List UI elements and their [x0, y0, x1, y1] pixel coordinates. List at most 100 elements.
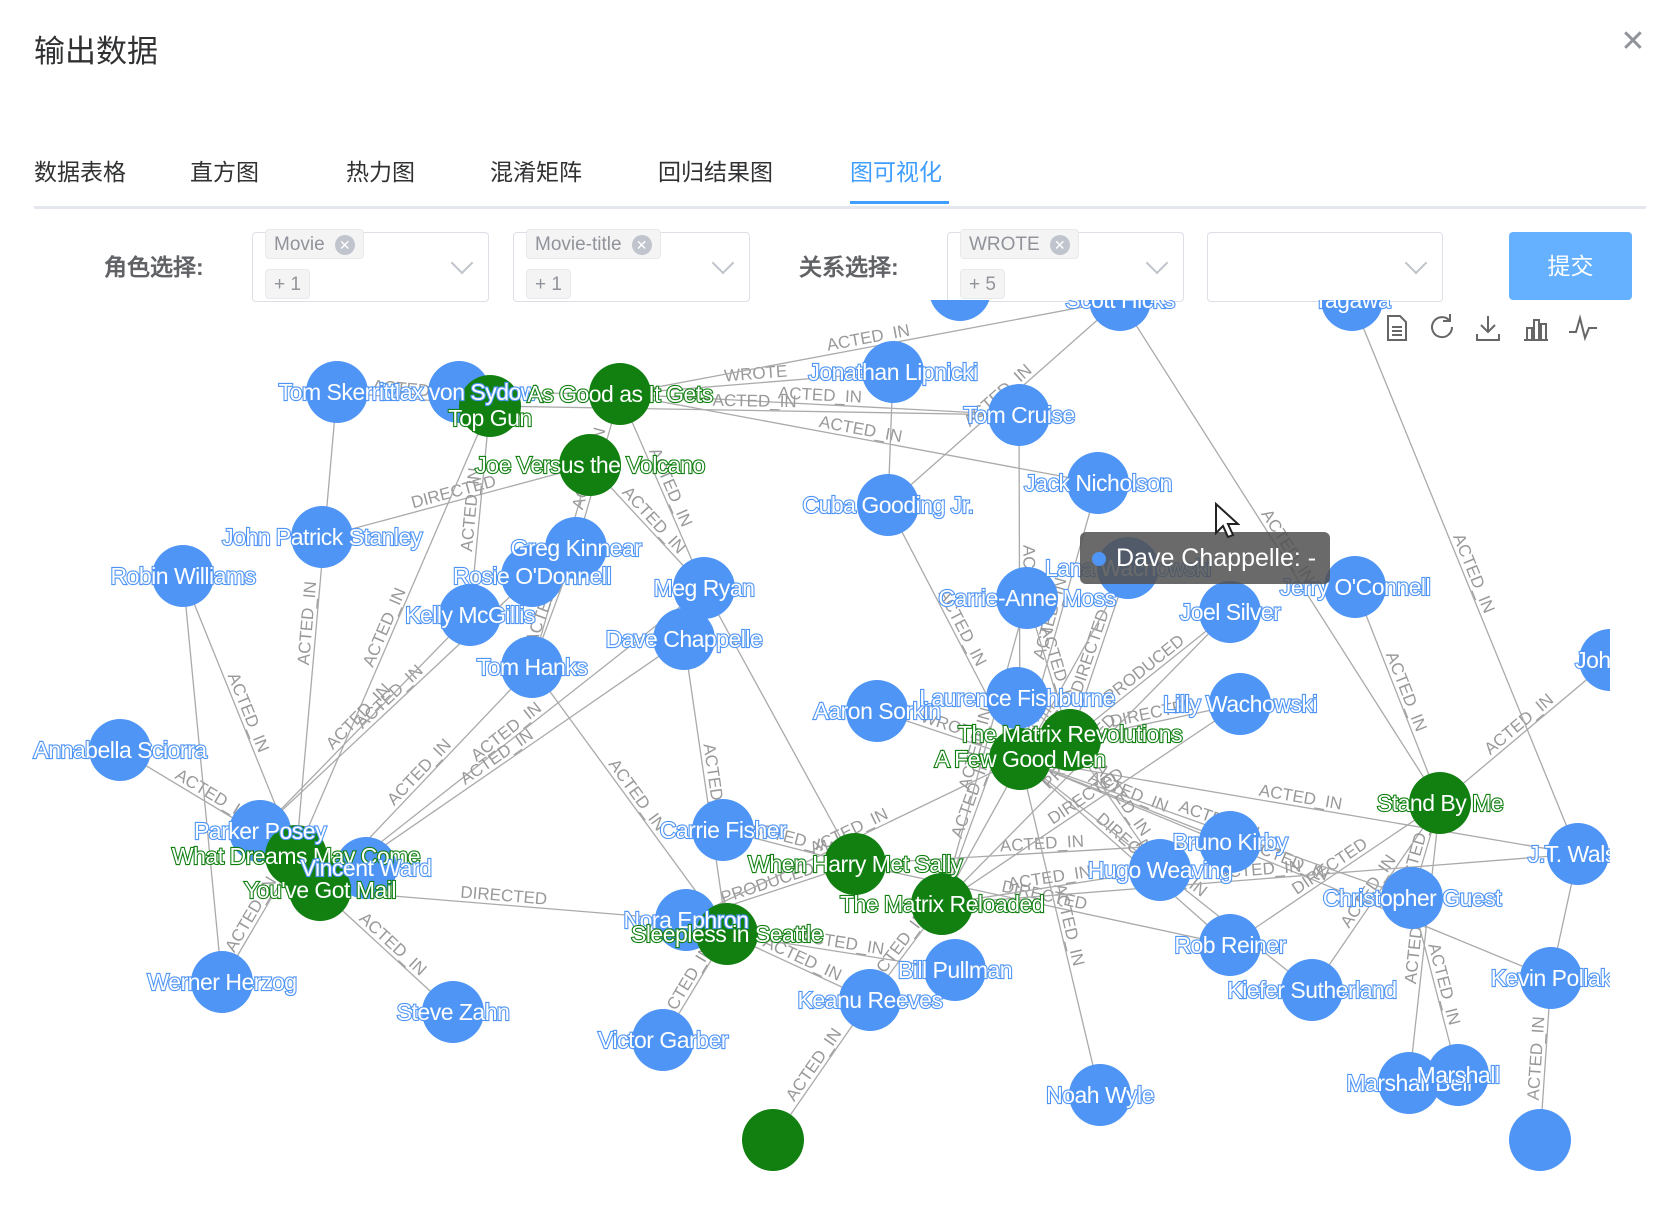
person-node[interactable]	[191, 951, 253, 1013]
graph-edge[interactable]	[319, 587, 705, 891]
submit-button[interactable]: 提交	[1509, 232, 1632, 300]
person-node[interactable]	[839, 969, 901, 1031]
person-node[interactable]	[1069, 1064, 1131, 1126]
line-chart-icon[interactable]	[1565, 310, 1601, 346]
graph-edge[interactable]	[321, 464, 591, 538]
person-node[interactable]	[1209, 673, 1271, 735]
graph-edge[interactable]	[619, 371, 894, 395]
person-node[interactable]	[291, 506, 353, 568]
movie-node[interactable]	[589, 363, 651, 425]
relation-select-2[interactable]	[1207, 232, 1443, 302]
relation-select-1[interactable]: WROTE✕ + 5	[947, 229, 1184, 302]
movie-node[interactable]	[696, 903, 758, 965]
graph-edge[interactable]	[1439, 659, 1610, 804]
movie-node[interactable]	[989, 728, 1051, 790]
graph-edge[interactable]	[295, 391, 338, 857]
person-node[interactable]	[986, 667, 1048, 729]
person-node[interactable]	[846, 680, 908, 742]
person-node[interactable]	[335, 837, 397, 899]
person-node[interactable]	[924, 939, 986, 1001]
tab-heatmap[interactable]: 热力图	[346, 159, 415, 185]
person-node[interactable]	[439, 584, 501, 646]
person-node[interactable]	[1324, 556, 1386, 618]
person-node[interactable]	[152, 545, 214, 607]
role-select-2[interactable]: Movie-title✕ + 1	[513, 229, 750, 302]
person-node[interactable]	[1129, 839, 1191, 901]
graph-edge[interactable]	[1019, 758, 1101, 1096]
graph-edge[interactable]	[619, 393, 1020, 416]
role-select-1[interactable]: Movie✕ + 1	[252, 229, 489, 302]
person-node[interactable]	[1509, 1109, 1571, 1171]
person-node[interactable]	[1547, 823, 1609, 885]
person-node[interactable]	[1089, 300, 1151, 331]
graph-edge[interactable]	[1354, 586, 1441, 804]
graph-edge[interactable]	[489, 405, 1020, 416]
graph-edge[interactable]	[295, 405, 491, 857]
person-node[interactable]	[996, 567, 1058, 629]
person-node[interactable]	[1579, 629, 1610, 691]
person-node[interactable]	[1427, 1044, 1489, 1106]
graph-edge[interactable]	[1069, 611, 1231, 741]
person-node[interactable]	[1199, 811, 1261, 873]
movie-node[interactable]	[1409, 772, 1471, 834]
graph-edge[interactable]	[619, 393, 1099, 484]
person-node[interactable]	[1520, 947, 1582, 1009]
person-node[interactable]	[653, 608, 715, 670]
graph-edge[interactable]	[854, 863, 1231, 946]
graph-edge[interactable]	[1408, 802, 1441, 1084]
graph-edge[interactable]	[941, 597, 1028, 905]
graph-edge[interactable]	[1351, 300, 1579, 855]
tag-close-icon[interactable]: ✕	[334, 234, 355, 255]
person-node[interactable]	[988, 384, 1050, 446]
person-node[interactable]	[632, 1009, 694, 1071]
person-node[interactable]	[1199, 914, 1261, 976]
graph-edge[interactable]	[941, 869, 1161, 905]
graph-edge[interactable]	[726, 933, 956, 971]
graph-edge[interactable]	[941, 703, 1241, 905]
graph-edge[interactable]	[1019, 758, 1579, 855]
movie-node[interactable]	[289, 859, 351, 921]
restore-icon[interactable]	[1424, 310, 1460, 346]
graph-edge[interactable]	[259, 614, 471, 832]
person-node[interactable]	[545, 517, 607, 579]
tab-data-table[interactable]: 数据表格	[34, 159, 126, 185]
person-node[interactable]	[1378, 1052, 1440, 1114]
tab-histogram[interactable]: 直方图	[190, 159, 259, 185]
tab-graph-visualization[interactable]: 图可视化	[850, 159, 942, 185]
person-node[interactable]	[1067, 452, 1129, 514]
person-node[interactable]	[692, 799, 754, 861]
person-node[interactable]	[857, 474, 919, 536]
data-view-icon[interactable]	[1378, 310, 1414, 346]
movie-node[interactable]	[1039, 709, 1101, 771]
graph-edge[interactable]	[619, 393, 705, 589]
person-node[interactable]	[1321, 300, 1383, 331]
person-node[interactable]	[501, 545, 563, 607]
graph-edge[interactable]	[619, 300, 1121, 395]
person-node[interactable]	[1281, 959, 1343, 1021]
person-node[interactable]	[306, 361, 368, 423]
person-node[interactable]	[89, 719, 151, 781]
movie-node[interactable]	[559, 434, 621, 496]
person-node[interactable]	[673, 557, 735, 619]
movie-node[interactable]	[459, 375, 521, 437]
graph-edge[interactable]	[182, 575, 223, 983]
graph-edge[interactable]	[941, 853, 1579, 905]
movie-node[interactable]	[742, 1109, 804, 1171]
person-node[interactable]	[862, 341, 924, 403]
bar-chart-icon[interactable]	[1518, 310, 1554, 346]
person-node[interactable]	[501, 636, 563, 698]
close-icon[interactable]: ✕	[1620, 25, 1646, 58]
tag-close-icon[interactable]: ✕	[1049, 234, 1070, 255]
person-node[interactable]	[1199, 581, 1261, 643]
graph-edge[interactable]	[1229, 802, 1441, 946]
movie-node[interactable]	[911, 873, 973, 935]
tag-close-icon[interactable]: ✕	[631, 234, 652, 255]
save-image-icon[interactable]	[1470, 310, 1506, 346]
person-node[interactable]	[422, 981, 484, 1043]
graph-edge[interactable]	[531, 666, 728, 935]
movie-node[interactable]	[824, 833, 886, 895]
person-node[interactable]	[1381, 867, 1443, 929]
graph-edge[interactable]	[469, 405, 491, 616]
tab-confusion-matrix[interactable]: 混淆矩阵	[490, 159, 582, 185]
